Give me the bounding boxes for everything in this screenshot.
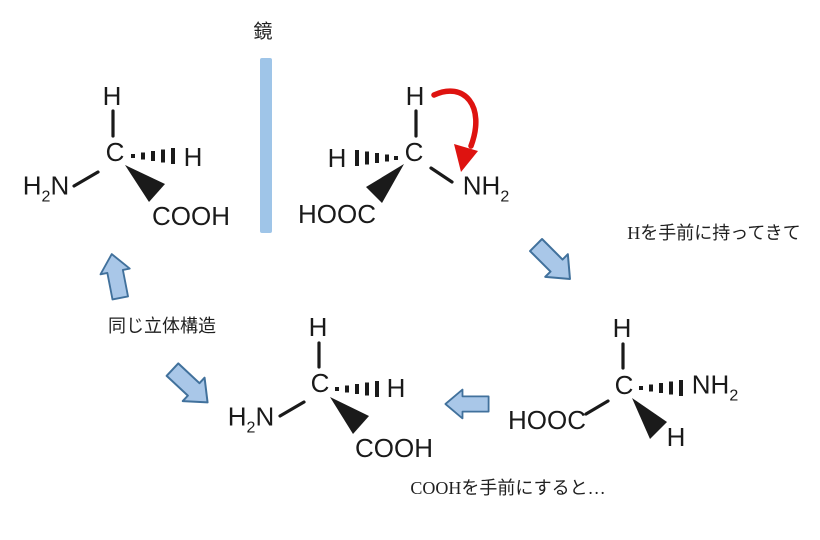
block-arrow-left-icon xyxy=(444,388,490,420)
atom-label-h-right: H xyxy=(386,373,406,403)
block-arrow-up-icon xyxy=(99,253,131,301)
bond-to-amine xyxy=(72,170,100,188)
annotation-bring-h-to-front: Hを手前に持ってきて xyxy=(627,223,801,244)
atom-label-cooh: COOH xyxy=(355,433,433,463)
dashed-wedge-icon xyxy=(131,148,175,164)
atom-label-c: C xyxy=(310,368,330,398)
atom-label-nh2: NH2 xyxy=(462,170,510,206)
bond-to-amine xyxy=(429,166,454,184)
dashed-wedge-icon xyxy=(639,380,683,396)
solid-wedge-icon xyxy=(330,397,369,434)
molecule-bottom-center-bonds xyxy=(278,341,379,434)
atom-label-h-right: H xyxy=(183,142,203,172)
molecule-top-right-bonds xyxy=(355,109,454,203)
dashed-wedge-icon xyxy=(335,381,379,397)
atom-label-h-top: H xyxy=(405,81,425,111)
annotation-same-stereo-structure: 同じ立体構造 xyxy=(108,316,216,337)
atom-label-hooc: HOOC xyxy=(508,405,586,435)
molecule-top-left-bonds xyxy=(72,109,175,202)
mirror-label: 鏡 xyxy=(253,21,273,43)
atom-label-hooc: HOOC xyxy=(298,199,376,229)
atom-label-h-left: H xyxy=(327,143,347,173)
atom-label-h-top: H xyxy=(308,312,328,342)
solid-wedge-icon xyxy=(632,398,667,439)
atom-label-c: C xyxy=(105,137,125,167)
atom-label-c: C xyxy=(404,137,424,167)
block-arrow-down-right-2-icon xyxy=(165,362,209,404)
atom-label-h-top: H xyxy=(102,81,122,111)
solid-wedge-icon xyxy=(366,164,404,203)
block-arrow-down-right-icon xyxy=(529,238,571,280)
atom-label-cooh: COOH xyxy=(152,201,230,231)
molecule-bottom-right-bonds xyxy=(584,342,683,439)
atom-label-c: C xyxy=(614,370,634,400)
mirror-bar xyxy=(260,58,272,233)
dashed-wedge-icon xyxy=(355,150,398,166)
atom-label-h-bottom: H xyxy=(666,422,686,452)
annotation-cooh-to-front: COOHを手前にすると… xyxy=(410,478,606,499)
atom-label-h2n: H2N xyxy=(227,401,275,437)
solid-wedge-icon xyxy=(125,165,165,202)
bond-to-acid xyxy=(584,399,610,416)
red-rotation-arrow-icon xyxy=(431,88,479,172)
atom-label-h-top: H xyxy=(612,313,632,343)
atom-label-h2n: H2N xyxy=(22,170,70,206)
bond-to-amine xyxy=(278,400,306,418)
atom-label-nh2: NH2 xyxy=(691,369,739,405)
